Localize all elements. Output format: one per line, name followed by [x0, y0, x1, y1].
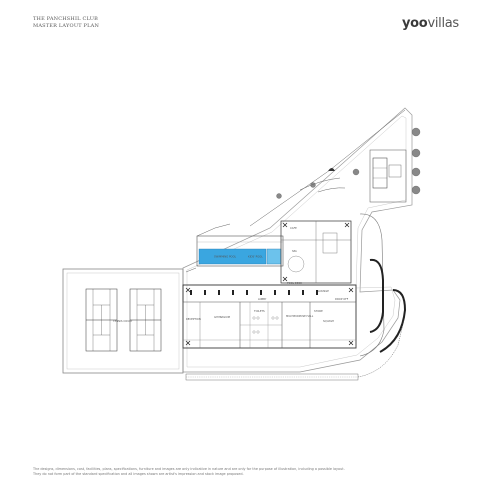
disclaimer-line-2: They do not form part of the standard sp… [33, 471, 244, 476]
store-label: STORE [314, 309, 323, 313]
tennis-court: TENNIS COURT [62, 268, 184, 374]
pool-area: SWIMMING POOL KIDS' POOL [196, 235, 284, 267]
spa-label: SPA [292, 249, 297, 253]
squash-label: SQUASH [323, 319, 334, 323]
plan-title: THE PANCHSHIL CLUB MASTER LAYOUT PLAN [33, 16, 99, 29]
inner-boundary [186, 115, 407, 368]
multipurpose-label: MULTIPURPOSE HALL [286, 314, 314, 318]
kids-pool-label: KIDS' POOL [248, 255, 263, 259]
driveway: DROP OFF [335, 213, 407, 357]
lounge-label: LOUNGE [318, 289, 329, 293]
logo-bold: yoo [402, 16, 428, 31]
logo-light: villas [427, 16, 459, 31]
deck-label: POOL DECK [287, 281, 302, 285]
trees [276, 127, 421, 199]
brand-logo: yoovillas [402, 16, 459, 31]
landscape-hedge [185, 109, 406, 273]
service-block [369, 149, 407, 203]
tennis-court-label: TENNIS COURT [113, 319, 133, 323]
cafe-label: CAFE [290, 226, 297, 230]
title-line-1: THE PANCHSHIL CLUB [33, 16, 99, 22]
north-marker [328, 168, 335, 171]
reception-label: RECEPTION [186, 317, 201, 321]
lobby-label: LOBBY [258, 297, 267, 301]
parking [185, 319, 405, 381]
disclaimer: The designs, dimensions, cost, facilitie… [33, 467, 473, 476]
title-line-2: MASTER LAYOUT PLAN [33, 22, 100, 29]
site-boundary [182, 107, 413, 373]
gym-label: GYMNASIUM [214, 315, 230, 319]
toilets-label: TOILETS [254, 309, 265, 313]
disclaimer-line-1: The designs, dimensions, cost, facilitie… [33, 467, 345, 471]
clubhouse: LOBBY GYMNASIUM MULTIPURPOSE HALL RECEPT… [182, 284, 357, 349]
swimming-pool-label: SWIMMING POOL [214, 255, 237, 259]
upper-building: CAFE SPA LOUNGE POOL DECK [280, 220, 352, 293]
dropoff-label: DROP OFF [335, 297, 349, 301]
